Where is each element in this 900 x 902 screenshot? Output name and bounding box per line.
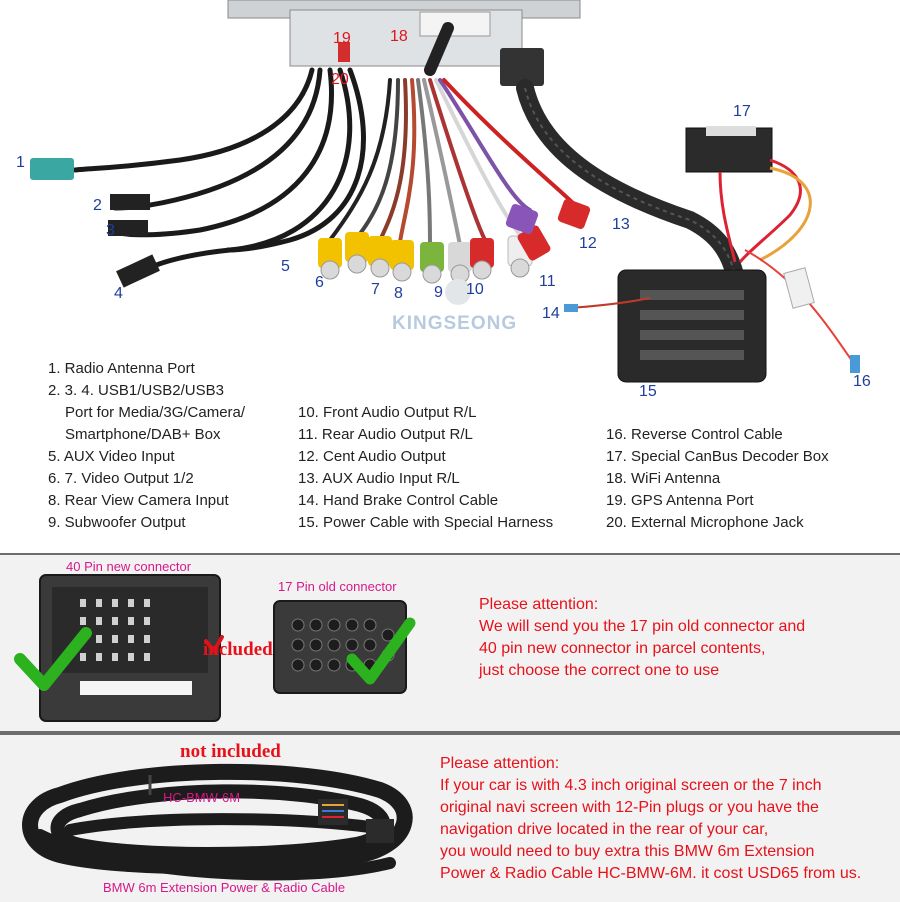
legend-item: 19. GPS Antenna Port	[606, 492, 754, 509]
legend-item: 20. External Microphone Jack	[606, 514, 804, 531]
callout-10: 10	[466, 281, 484, 298]
legend-column-3: 16. Reverse Control Cable 17. Special Ca…	[606, 424, 829, 534]
legend-item: 14. Hand Brake Control Cable	[298, 492, 499, 509]
callout-5: 5	[281, 258, 290, 275]
braided-harness	[516, 79, 744, 284]
included-label: included	[203, 639, 273, 660]
legend-item: 15. Power Cable with Special Harness	[298, 514, 554, 531]
old-connector-label: 17 Pin old connector	[278, 579, 397, 594]
reverse-cable-end	[850, 355, 860, 373]
rca-plugs	[318, 199, 591, 284]
callout-19: 19	[333, 30, 351, 47]
attention-line: We will send you the 17 pin old connecto…	[479, 618, 806, 635]
attention-title: Please attention:	[479, 596, 599, 613]
brand-mark	[445, 279, 471, 305]
legend-item: 17. Special CanBus Decoder Box	[606, 448, 829, 465]
callout-14: 14	[542, 305, 560, 322]
legend-item: 16. Reverse Control Cable	[606, 426, 783, 443]
legend-item: Smartphone/DAB+ Box	[65, 426, 221, 443]
legend-item: 12. Cent Audio Output	[298, 448, 446, 465]
legend-item: 8. Rear View Camera Input	[48, 492, 229, 509]
callout-15: 15	[639, 383, 657, 400]
extension-cable-panel: not included HC-BMW-6M BMW 6m Extension …	[0, 733, 900, 902]
callout-16: 16	[853, 373, 871, 390]
callout-11: 11	[539, 273, 556, 290]
legend-item: 18. WiFi Antenna	[606, 470, 721, 487]
brand-watermark: KINGSEONG	[392, 313, 518, 334]
connector-panel: 40 Pin new connector 17 Pin old connecto…	[0, 553, 900, 733]
callout-18: 18	[390, 28, 408, 45]
attention-line: 40 pin new connector in parcel contents,	[479, 640, 766, 657]
legend-item: 9. Subwoofer Output	[48, 514, 186, 531]
callout-6: 6	[315, 274, 324, 291]
usb-connector-4	[116, 254, 160, 288]
harness-illustration	[30, 0, 860, 383]
legend-item: 11. Rear Audio Output R/L	[298, 426, 473, 443]
main-socket	[500, 48, 544, 86]
legend-item: 6. 7. Video Output 1/2	[48, 470, 194, 487]
callout-3: 3	[106, 222, 115, 239]
check-icon	[14, 627, 92, 691]
callout-17: 17	[733, 103, 751, 120]
power-harness-connector	[617, 269, 767, 383]
callout-1: 1	[16, 154, 25, 171]
callout-9: 9	[434, 284, 443, 301]
legend-item: 13. AUX Audio Input R/L	[298, 470, 460, 487]
connector-illustrations	[14, 574, 416, 722]
gps-port-shape	[338, 42, 350, 62]
coiled-cable	[22, 763, 413, 881]
decoder-wires	[718, 158, 856, 366]
check-icon	[346, 617, 416, 685]
connector-40-pins	[80, 599, 150, 661]
legend-item: 2. 3. 4. USB1/USB2/USB3	[48, 382, 224, 399]
legend-item: 5. AUX Video Input	[48, 448, 175, 465]
legend-column-1: 1. Radio Antenna Port 2. 3. 4. USB1/USB2…	[48, 358, 245, 534]
attention-line: original navi screen with 12-Pin plugs o…	[440, 799, 819, 816]
attention-line: navigation drive located in the rear of …	[440, 821, 769, 838]
usb-connector-3	[108, 220, 148, 236]
legend-column-2: 10. Front Audio Output R/L 11. Rear Audi…	[298, 402, 553, 534]
rca-cables	[328, 78, 577, 247]
cable-caption: BMW 6m Extension Power & Radio Cable	[103, 880, 346, 895]
wifi-antenna-shape	[424, 22, 454, 76]
radio-antenna-connector	[30, 158, 74, 180]
callout-2: 2	[93, 197, 102, 214]
attention-line: just choose the correct one to use	[479, 662, 720, 679]
not-included-label: not included	[180, 741, 281, 762]
rating-sticker	[419, 11, 491, 37]
attention-line: you would need to buy extra this BMW 6m …	[440, 843, 815, 860]
cable-tag	[783, 267, 815, 309]
red-check-icon	[204, 635, 224, 655]
new-connector-label: 40 Pin new connector	[66, 559, 192, 574]
attention-line: Power & Radio Cable HC-BMW-6M. it cost U…	[440, 865, 862, 882]
legend-item: 1. Radio Antenna Port	[48, 360, 195, 377]
legend-item: 10. Front Audio Output R/L	[298, 404, 477, 421]
callout-20: 20	[331, 71, 349, 88]
callout-13: 13	[612, 216, 630, 233]
attention-title: Please attention:	[440, 755, 560, 772]
callout-12: 12	[579, 235, 597, 252]
callout-7: 7	[371, 281, 380, 298]
cable-tag-label: HC-BMW-6M	[163, 790, 241, 805]
legend-item: Port for Media/3G/Camera/	[65, 404, 246, 421]
callout-4: 4	[114, 285, 123, 302]
usb-connector-2	[110, 194, 150, 210]
callout-8: 8	[394, 285, 403, 302]
cable-plug	[366, 819, 394, 843]
extension-cable-illustration	[22, 763, 413, 881]
attention-line: If your car is with 4.3 inch original sc…	[440, 777, 822, 794]
